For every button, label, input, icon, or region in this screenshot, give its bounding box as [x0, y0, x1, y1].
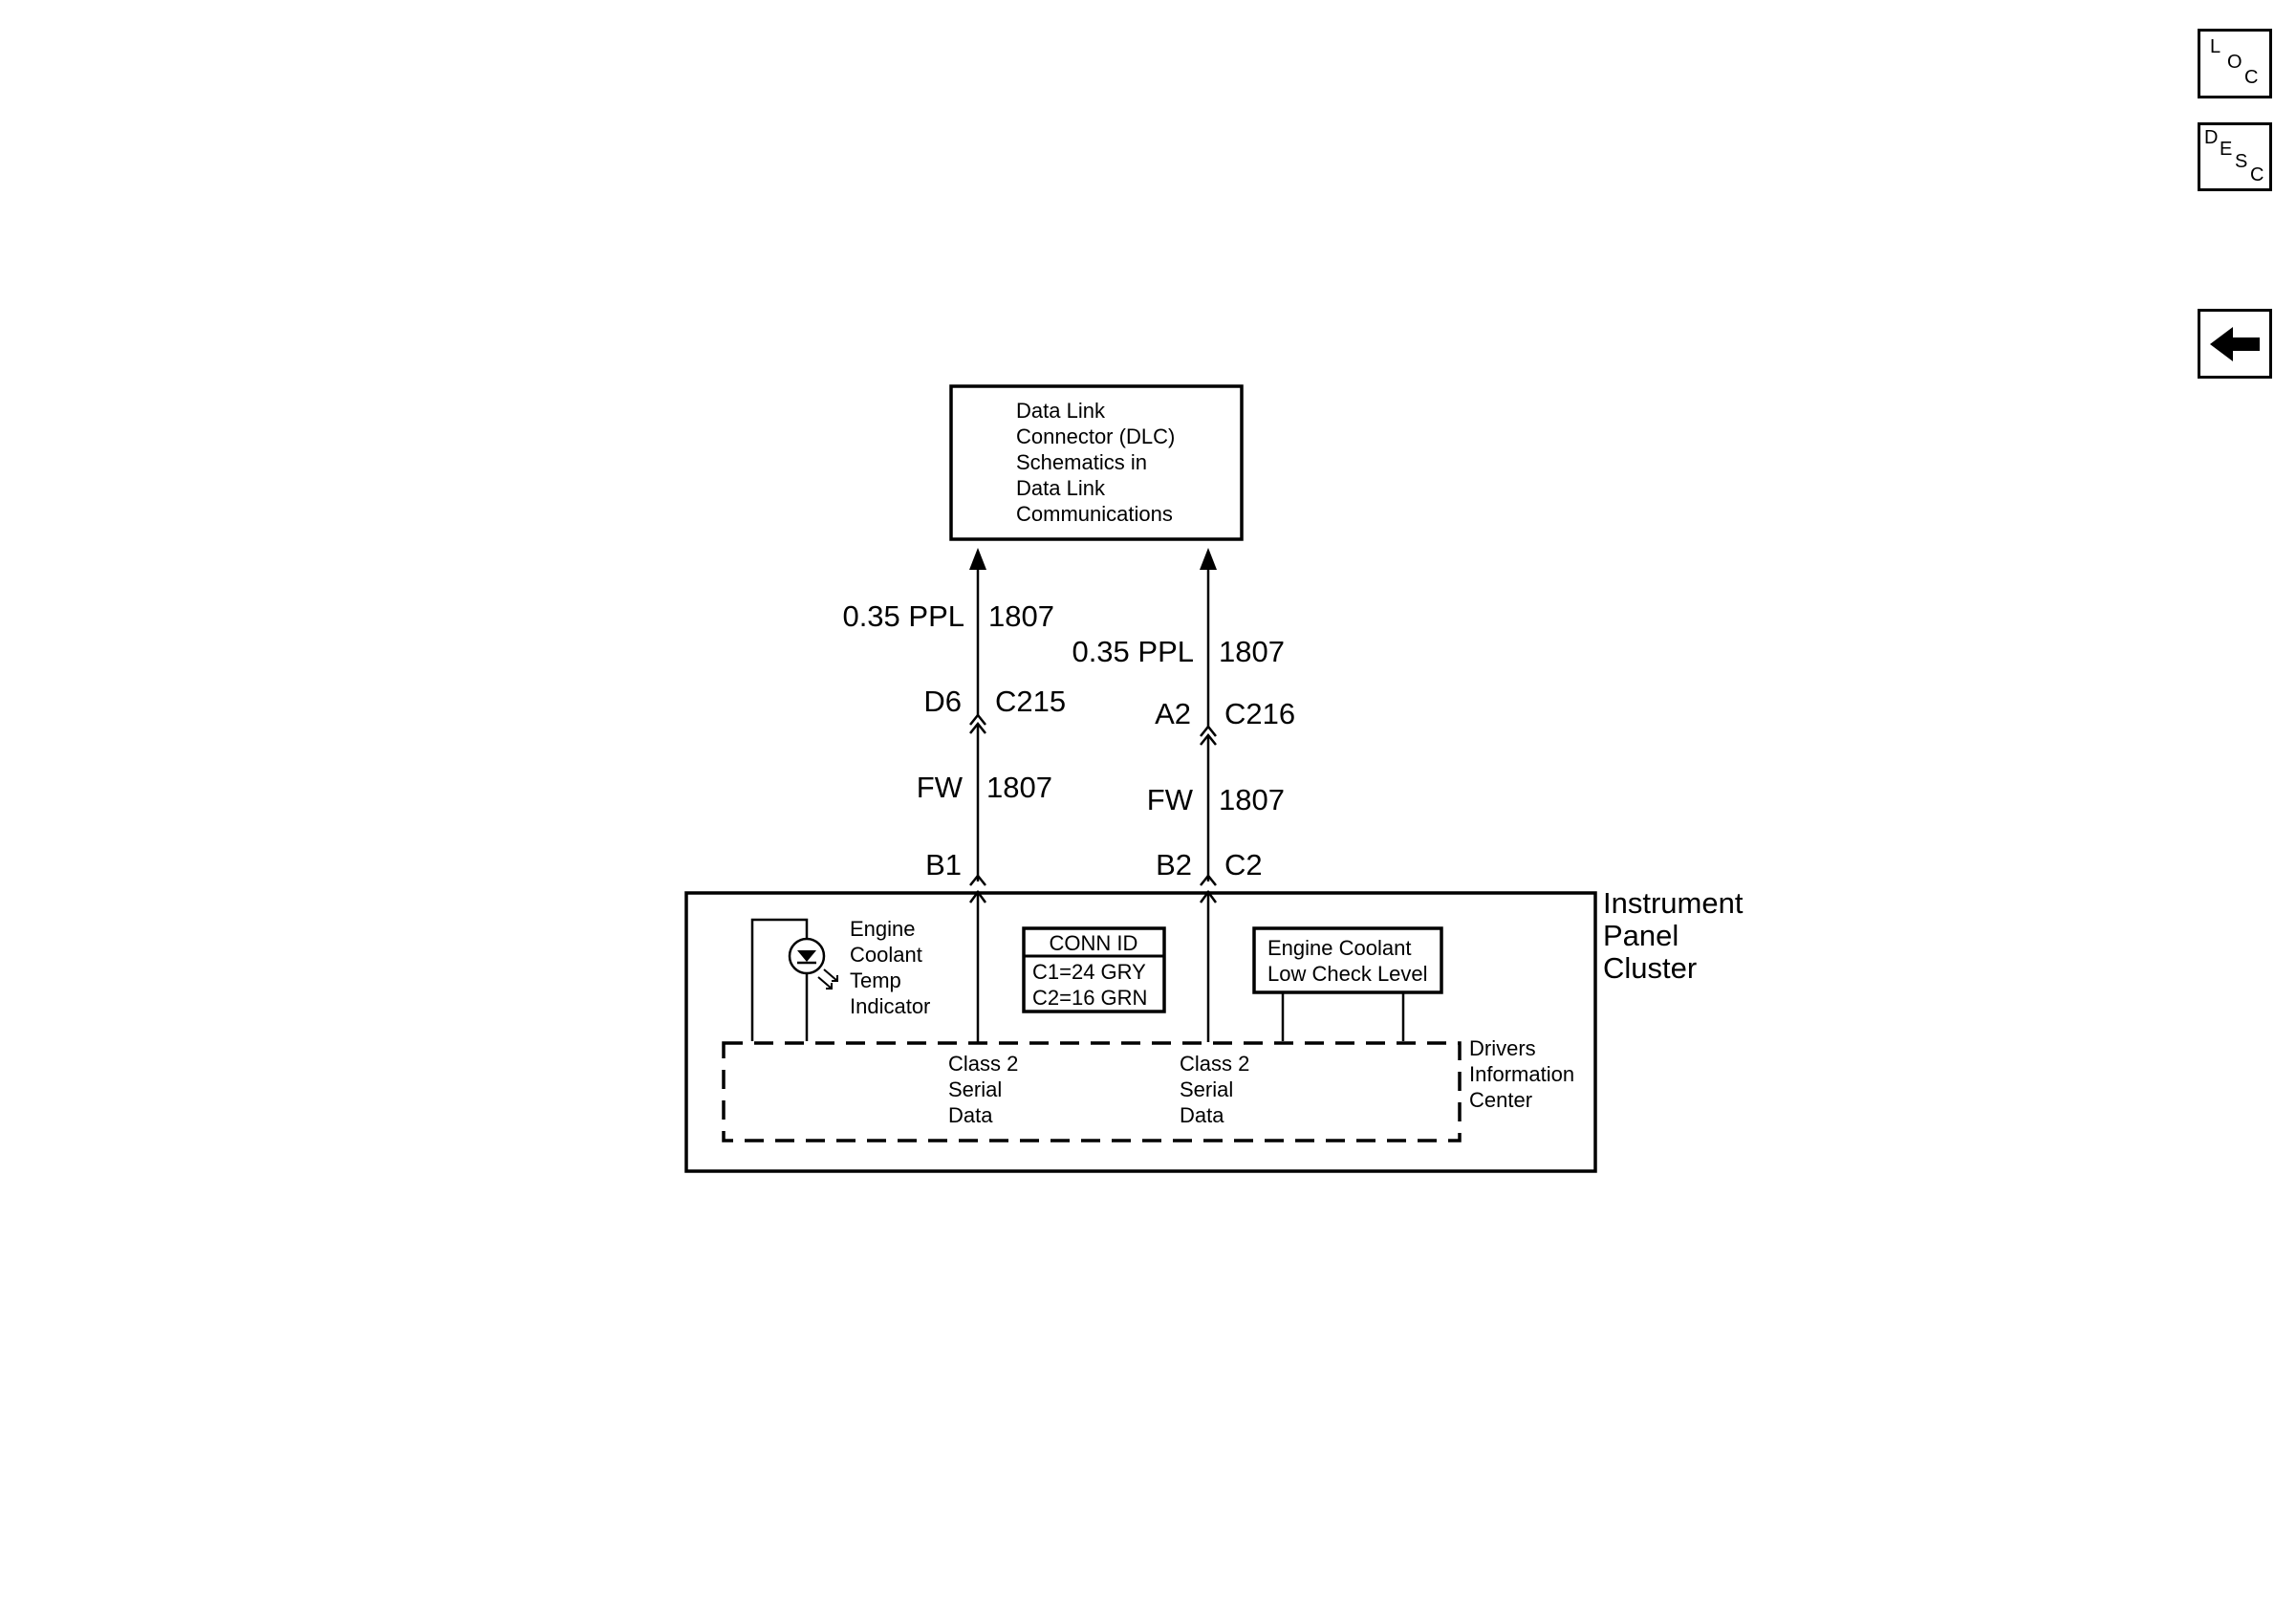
cluster-title-line-2: Panel: [1603, 919, 1679, 952]
dlc-box: [949, 384, 1244, 541]
back-button[interactable]: [2198, 309, 2272, 379]
left-wire-bottom-color: FW: [917, 771, 964, 804]
desc-letter-d: D: [2204, 127, 2219, 148]
right-wire-arrowhead: [1200, 548, 1217, 570]
indicator-line-3: Temp: [850, 968, 901, 992]
loc-letter-c: C: [2244, 67, 2259, 88]
right-connector-c216-upper: [1200, 724, 1217, 737]
left-signal-line-3: Data: [948, 1103, 993, 1127]
left-arrow-icon: [2210, 327, 2260, 361]
desc-letter-e: E: [2220, 139, 2233, 160]
left-signal-line-2: Serial: [948, 1077, 1002, 1101]
dic-line-1: Drivers: [1469, 1036, 1536, 1060]
left-wire-top-color: 0.35 PPL: [842, 599, 964, 633]
right-cluster-pin-label: B2: [1156, 848, 1192, 881]
left-connector-pin: D6: [923, 685, 962, 718]
right-wire-top-color: 0.35 PPL: [1072, 635, 1194, 668]
loc-button[interactable]: L O C: [2198, 29, 2272, 98]
conn-id-row-1: C1=24 GRY: [1032, 960, 1146, 984]
right-cluster-connector-label: C2: [1224, 848, 1263, 881]
cluster-title-line-3: Cluster: [1603, 951, 1697, 985]
left-connector-id: C215: [995, 685, 1066, 718]
dlc-line-2: Connector (DLC): [1016, 424, 1175, 448]
led-wiring: [750, 918, 809, 1041]
loc-letter-o: O: [2227, 52, 2242, 73]
dlc-line-3: Schematics in: [1016, 450, 1147, 474]
dlc-line-1: Data Link: [1016, 399, 1106, 423]
indicator-line-2: Coolant: [850, 943, 922, 967]
coolant-level-box: [1252, 926, 1443, 994]
instrument-panel-cluster-box: [684, 891, 1597, 1173]
indicator-line-4: Indicator: [850, 994, 930, 1018]
right-connector-pin: A2: [1155, 697, 1191, 730]
left-wire-arrowhead: [969, 548, 986, 570]
right-wire-bottom-circuit: 1807: [1219, 783, 1285, 816]
coolant-level-line-1: Engine Coolant: [1267, 936, 1411, 960]
dic-line-2: Information: [1469, 1062, 1574, 1086]
left-cluster-pin-b1: [969, 873, 986, 886]
right-wire-top-circuit: 1807: [1219, 635, 1285, 668]
conn-id-row-2: C2=16 GRN: [1032, 986, 1147, 1010]
desc-letter-c: C: [2250, 164, 2264, 185]
indicator-line-1: Engine: [850, 917, 916, 941]
desc-letter-s: S: [2235, 151, 2248, 172]
left-cluster-pin-label: B1: [925, 848, 962, 881]
dic-line-3: Center: [1469, 1088, 1532, 1112]
left-connector-c215-upper: [969, 712, 986, 726]
conn-id-box: [1022, 926, 1166, 1013]
desc-button[interactable]: D E S C: [2198, 122, 2272, 191]
right-signal-line-2: Serial: [1180, 1077, 1233, 1101]
left-wire-bottom-circuit: 1807: [986, 771, 1052, 804]
right-connector-id: C216: [1224, 697, 1295, 730]
coolant-level-line-2: Low Check Level: [1267, 962, 1428, 986]
loc-letter-l: L: [2210, 36, 2221, 57]
conn-id-header: CONN ID: [1050, 931, 1138, 955]
cluster-title-line-1: Instrument: [1603, 886, 1744, 920]
left-wire-top-circuit: 1807: [988, 599, 1054, 633]
right-cluster-pin-b2: [1200, 873, 1217, 886]
dlc-line-4: Data Link: [1016, 476, 1106, 500]
left-signal-line-1: Class 2: [948, 1052, 1018, 1076]
dlc-line-5: Communications: [1016, 502, 1173, 526]
right-signal-line-1: Class 2: [1180, 1052, 1249, 1076]
right-wire-bottom-color: FW: [1147, 783, 1194, 816]
right-signal-line-3: Data: [1180, 1103, 1224, 1127]
dic-dashed-box: [722, 1041, 1462, 1142]
led-icon: [788, 937, 838, 990]
